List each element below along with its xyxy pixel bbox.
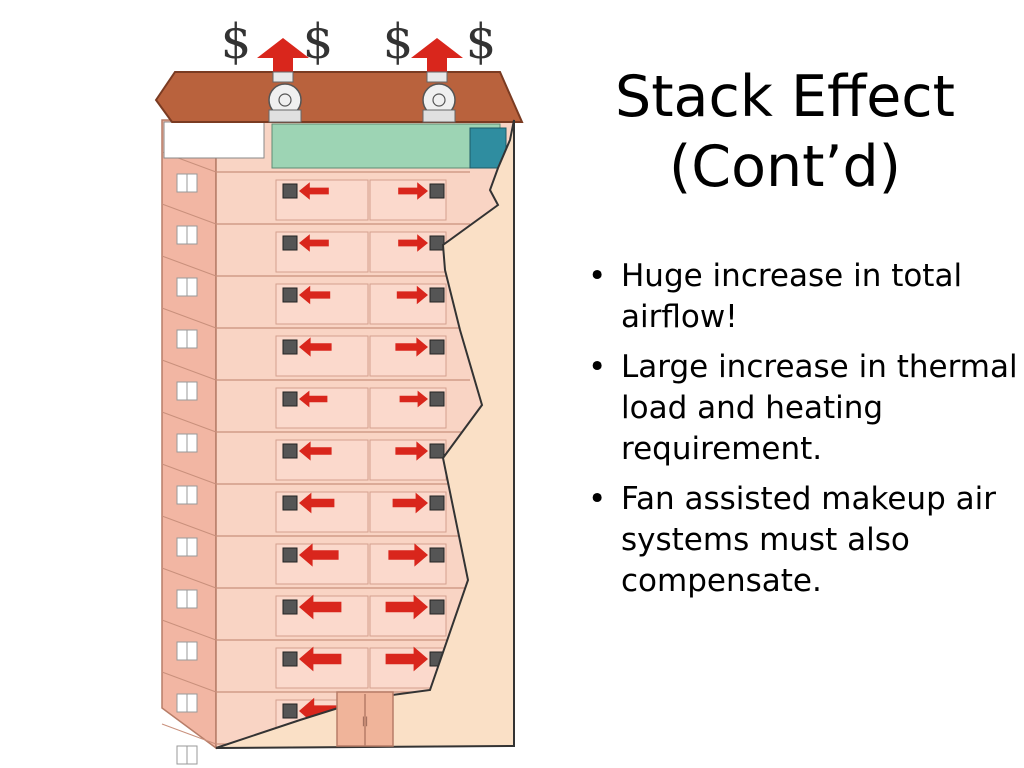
vent-grille-right (429, 495, 445, 511)
stack-effect-building-illustration: || $ $ $ $ (154, 14, 524, 765)
leakage-arrow-right (395, 441, 428, 461)
kitchen-cabinets (163, 121, 265, 159)
dollar-sign-1: $ (221, 14, 252, 70)
dollar-sign-2: $ (303, 14, 334, 70)
leakage-arrow-right (385, 594, 428, 620)
vent-grille-right (429, 391, 445, 407)
vent-grille-left (282, 651, 298, 667)
vent-grille-left (282, 339, 298, 355)
floor-slab-side (161, 307, 217, 329)
door-handle-label: || (362, 716, 369, 727)
floor-slab-side (161, 567, 217, 589)
cutaway-edge (215, 119, 515, 749)
title-line-1: Stack Effect (615, 64, 955, 130)
fan-base (268, 109, 302, 123)
vent-grille-left (282, 599, 298, 615)
leakage-arrow-left (299, 441, 332, 461)
dollar-sign-4: $ (466, 14, 497, 70)
leakage-arrow-right (396, 285, 428, 305)
vent-grille-right (429, 599, 445, 615)
floor-slab-side (161, 255, 217, 277)
vent-grille-right (429, 339, 445, 355)
slide-title: Stack Effect (Cont’d) (575, 62, 995, 202)
vent-grille-left (282, 703, 298, 719)
vent-grille-left (282, 443, 298, 459)
leakage-arrow-right (398, 234, 428, 252)
floor-slab-side (161, 463, 217, 485)
vent-grille-right (429, 287, 445, 303)
vent-grille-right (429, 443, 445, 459)
leakage-arrow-right (385, 646, 428, 672)
dollar-sign-3: $ (383, 14, 414, 70)
leakage-arrow-left (299, 390, 328, 408)
leakage-arrow-left (299, 492, 335, 514)
leakage-arrow-left (299, 543, 339, 567)
fan-base (422, 109, 456, 123)
leakage-arrow-right (399, 390, 428, 408)
leakage-arrow-left (299, 646, 342, 672)
roof (154, 71, 524, 123)
leakage-arrow-left (299, 285, 331, 305)
vent-grille-left (282, 391, 298, 407)
bullet-item: Huge increase in total airflow! (588, 256, 1018, 338)
leakage-arrow-left (299, 182, 329, 200)
leakage-arrow-left (299, 594, 342, 620)
fan-stack (272, 71, 294, 83)
exhaust-arrow-up (411, 38, 463, 76)
vent-grille-left (282, 547, 298, 563)
mechanical-room (271, 123, 501, 169)
vent-grille-right (429, 183, 445, 199)
title-line-2: (Cont’d) (669, 134, 901, 200)
bullet-item: Fan assisted makeup air systems must als… (588, 479, 1018, 602)
vent-grille-left (282, 235, 298, 251)
bullet-list: Huge increase in total airflow! Large in… (588, 256, 1018, 611)
floor-slab-side (161, 203, 217, 225)
leakage-arrow-right (395, 337, 428, 357)
fan-hub (278, 93, 292, 107)
floor-slab-side (161, 359, 217, 381)
vent-grille-left (282, 183, 298, 199)
vent-grille-right (429, 547, 445, 563)
unit-room (275, 491, 369, 533)
bullet-item: Large increase in thermal load and heati… (588, 347, 1018, 470)
leakage-arrow-left (299, 234, 329, 252)
leakage-arrow-left (299, 337, 332, 357)
vent-grille-right (429, 235, 445, 251)
floor-slab-side (161, 671, 217, 693)
fan-hub (432, 93, 446, 107)
floor-slab-side (161, 619, 217, 641)
leakage-arrow-right (388, 543, 428, 567)
vent-grille-left (282, 495, 298, 511)
floor-slab-side (161, 411, 217, 433)
leakage-arrow-right (398, 182, 428, 200)
floor-slab-side (161, 723, 217, 745)
fan-stack (426, 71, 448, 83)
vent-grille-left (282, 287, 298, 303)
fan-group (257, 38, 463, 123)
exhaust-arrow-up (257, 38, 309, 76)
leakage-arrow-right (392, 492, 428, 514)
floor-slab-side (161, 515, 217, 537)
